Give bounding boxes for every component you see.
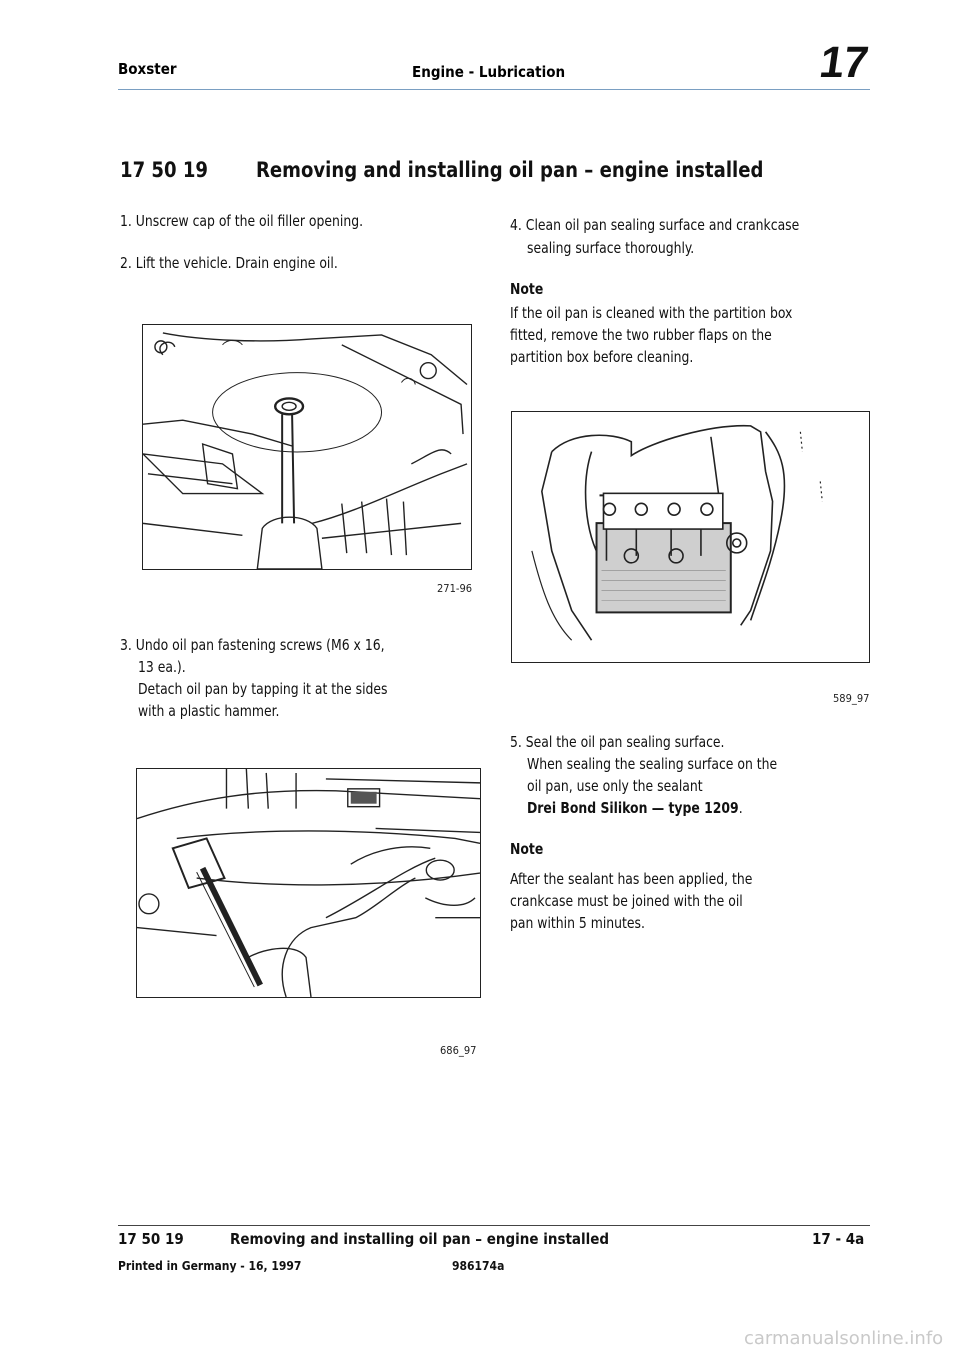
sealant-period: . [738,799,743,817]
step-1: 1. Unscrew cap of the oil filler opening… [120,212,364,230]
step-5-line-1: 5. Seal the oil pan sealing surface. [510,733,725,751]
figure-drain-oil [142,324,472,570]
section-number: 17 50 19 [120,158,208,182]
figure-2-caption: 686_97 [440,1044,477,1057]
header-model: Boxster [118,60,177,78]
watermark: carmanualsonline.info [744,1328,944,1349]
footer-rule [118,1225,870,1226]
step-5-line-2: When sealing the sealing surface on the [527,755,778,773]
footer-section-number: 17 50 19 [118,1230,184,1248]
figure-3-caption: 589_97 [833,692,870,705]
note-1-line-2: fitted, remove the two rubber flaps on t… [510,326,772,344]
footer-page-number: 17 - 4a [812,1230,865,1248]
step-2: 2. Lift the vehicle. Drain engine oil. [120,254,338,272]
section-title: Removing and installing oil pan – engine… [256,158,764,182]
footer-title: Removing and installing oil pan – engine… [230,1230,610,1248]
footer-printed: Printed in Germany - 16, 1997 [118,1259,302,1273]
step-4-line-2: sealing surface thoroughly. [527,239,695,257]
header-chapter-title: Engine - Lubrication [412,63,566,81]
header-chapter-number: 17 [816,38,871,87]
sealant-name: Drei Bond Silikon — type 1209 [527,799,739,817]
step-3-line-1: 3. Undo oil pan fastening screws (M6 x 1… [120,636,385,654]
note-2-line-1: After the sealant has been applied, the [510,870,753,888]
note-1-title: Note [510,280,544,298]
note-2-line-3: pan within 5 minutes. [510,914,645,932]
figure-1-caption: 271-96 [437,582,473,595]
note-1-line-1: If the oil pan is cleaned with the parti… [510,304,793,322]
note-1-line-3: partition box before cleaning. [510,348,694,366]
step-3-line-4: with a plastic hammer. [138,702,280,720]
step-3-line-3: Detach oil pan by tapping it at the side… [138,680,388,698]
figure-tap-oil-pan [136,768,481,998]
footer-doc-number: 986174a [452,1259,505,1273]
step-5-line-3: oil pan, use only the sealant [527,777,703,795]
figure-partition-box [511,411,870,663]
step-4-line-1: 4. Clean oil pan sealing surface and cra… [510,216,800,234]
note-2-line-2: crankcase must be joined with the oil [510,892,743,910]
header-rule [118,89,870,90]
step-5-line-4: Drei Bond Silikon — type 1209. [527,797,743,819]
step-3-line-2: 13 ea.). [138,658,186,676]
note-2-title: Note [510,840,544,858]
